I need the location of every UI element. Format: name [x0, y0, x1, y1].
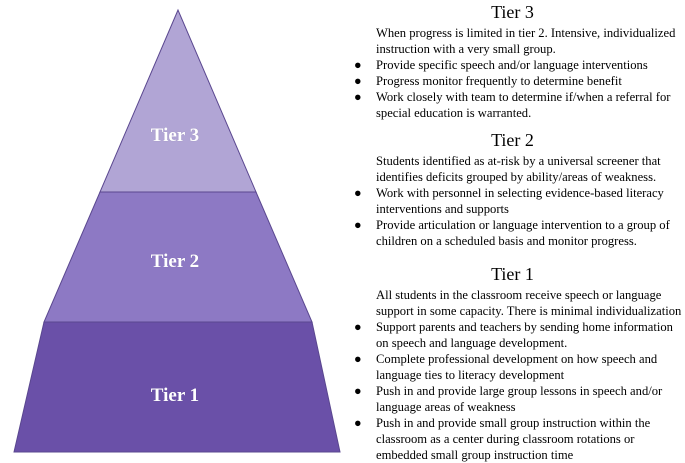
- tier2-heading: Tier 2: [491, 130, 534, 150]
- tier3-label: Tier 3: [150, 125, 200, 146]
- tier3-bullet: ●Work closely with team to determine if/…: [354, 90, 671, 120]
- tier3-bullet: ●Progress monitor frequently to determin…: [354, 74, 622, 88]
- tier1-bullet: ●Push in and provide large group lessons…: [354, 384, 663, 414]
- tier1-segment: [13, 321, 341, 453]
- tier1-description: Tier 1 All students in the classroom rec…: [340, 264, 685, 463]
- tier1-intro: All students in the classroom receive sp…: [376, 288, 682, 318]
- tier2-intro: Students identified as at-risk by a univ…: [376, 154, 661, 184]
- tier3-intro: When progress is limited in tier 2. Inte…: [376, 26, 676, 56]
- tier1-heading: Tier 1: [491, 264, 534, 284]
- tier3-description: Tier 3 When progress is limited in tier …: [340, 2, 685, 121]
- tier3-bullet: ●Provide specific speech and/or language…: [354, 58, 648, 72]
- tier2-description: Tier 2 Students identified as at-risk by…: [340, 130, 685, 249]
- tier2-label: Tier 2: [150, 251, 200, 272]
- tier3-heading: Tier 3: [491, 2, 534, 22]
- tier2-bullet: ●Provide articulation or language interv…: [354, 218, 670, 248]
- tier1-bullet: ●Complete professional development on ho…: [354, 352, 658, 382]
- tier1-bullet: ●Push in and provide small group instruc…: [354, 416, 651, 462]
- tier1-bullet: ●Support parents and teachers by sending…: [354, 320, 673, 350]
- tier3-segment: [99, 8, 257, 193]
- tier-pyramid: [13, 8, 341, 453]
- tier2-bullet: ●Work with personnel in selecting eviden…: [354, 186, 664, 216]
- tier1-label: Tier 1: [150, 385, 200, 406]
